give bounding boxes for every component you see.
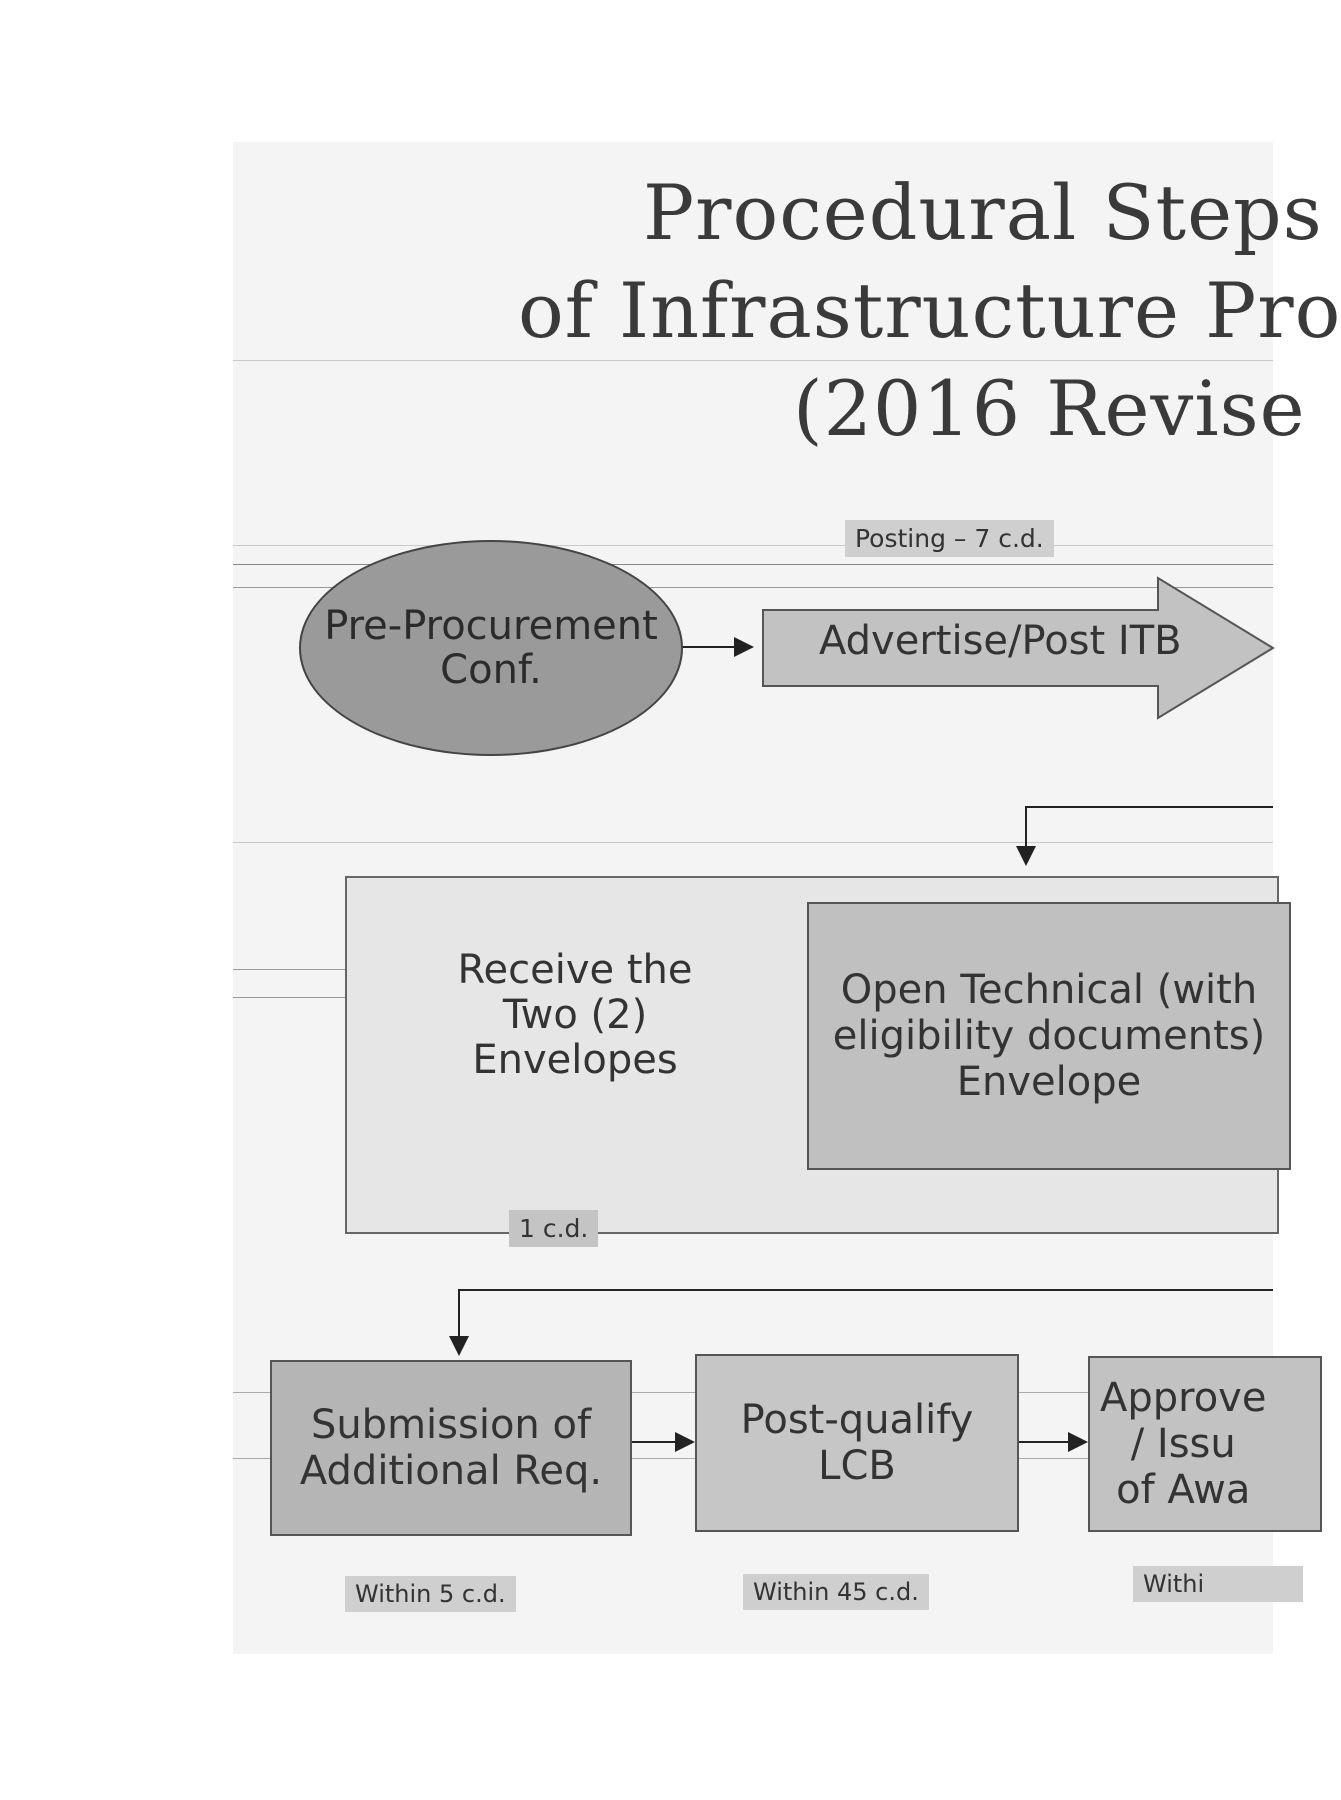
pre-procurement-node: Pre-Procurement Conf.	[299, 540, 683, 756]
approve-node: Approve / Issu of Awa	[1088, 1356, 1322, 1532]
receive-line-3: Envelopes	[472, 1036, 678, 1083]
receive-duration-label: 1 c.d.	[509, 1210, 599, 1247]
posting-duration-label: Posting – 7 c.d.	[845, 520, 1054, 557]
submission-line-1: Submission of	[310, 1402, 592, 1448]
scanned-page: Procedural Steps of Infrastructure Pro (…	[233, 142, 1340, 1654]
post-qualify-line-1: Post-qualify	[740, 1397, 974, 1443]
advertise-arrow-shape	[762, 576, 1275, 720]
post-qualify-node: Post-qualify LCB	[695, 1354, 1019, 1532]
post-qualify-line-2: LCB	[818, 1443, 896, 1489]
title-line-2: of Infrastructure Pro	[518, 266, 1341, 355]
open-technical-line-3: Envelope	[956, 1059, 1142, 1105]
pre-procurement-line-1: Pre-Procurement	[324, 603, 658, 649]
submission-line-2: Additional Req.	[299, 1448, 603, 1494]
submission-node: Submission of Additional Req.	[270, 1360, 632, 1536]
approve-line-2: / Issu	[1130, 1421, 1236, 1467]
open-technical-line-1: Open Technical (with	[840, 967, 1258, 1013]
advertise-node-label: Advertise/Post ITB	[819, 618, 1182, 664]
title-line-1: Procedural Steps	[643, 168, 1323, 257]
open-technical-line-2: eligibility documents)	[832, 1013, 1266, 1059]
submission-duration-label: Within 5 c.d.	[345, 1576, 516, 1612]
arrow-into-submission	[449, 1289, 1273, 1356]
title-line-3: (2016 Revise	[793, 364, 1306, 453]
post-qualify-duration-label: Within 45 c.d.	[743, 1574, 929, 1610]
arrow-into-open-stage	[1016, 806, 1273, 866]
open-technical-node: Open Technical (with eligibility documen…	[807, 902, 1291, 1170]
receive-envelopes-node: Receive the Two (2) Envelopes	[385, 948, 765, 1082]
approve-line-1: Approve	[1100, 1375, 1267, 1421]
approve-line-3: of Awa	[1116, 1467, 1251, 1513]
pre-procurement-line-2: Conf.	[440, 647, 542, 693]
receive-line-2: Two (2)	[502, 991, 648, 1038]
receive-line-1: Receive the	[457, 947, 693, 993]
approve-duration-label: Withi	[1133, 1566, 1303, 1602]
